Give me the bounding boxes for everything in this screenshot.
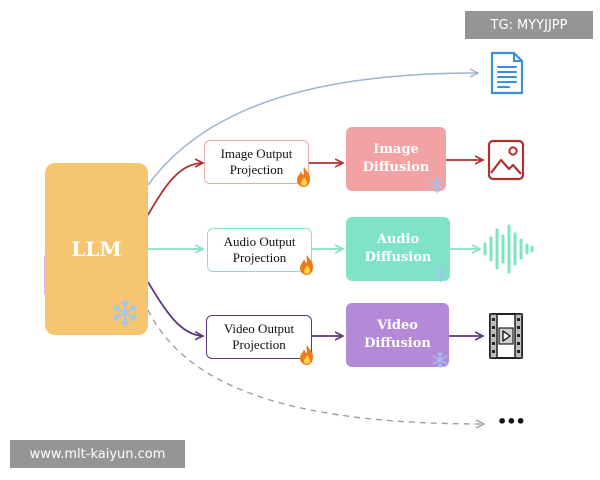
connector-llm-to-image-projection — [147, 163, 203, 216]
audio-diffusion-snowflake-icon — [433, 265, 449, 283]
text-document-icon — [490, 51, 524, 95]
image-diffusion-line1: Image — [373, 142, 419, 157]
image-icon — [487, 139, 525, 181]
video-diffusion-line1: Video — [377, 318, 418, 333]
connector-llm-to-more — [147, 309, 484, 424]
video-projection-line1: Video Output — [223, 321, 295, 336]
audio-diffusion-line2: Diffusion — [364, 250, 432, 265]
watermark-top-right: TG: MYYJJPP — [465, 11, 593, 39]
image-output-projection-box: Image Output Projection — [204, 140, 309, 184]
video-output-projection-box: Video Output Projection — [206, 315, 312, 359]
video-diffusion-snowflake-icon — [432, 351, 448, 369]
audio-output-projection-box: Audio Output Projection — [207, 228, 312, 272]
audio-projection-line2: Projection — [232, 250, 287, 265]
audio-waveform-icon — [483, 224, 534, 274]
image-diffusion-snowflake-icon — [429, 176, 445, 194]
audio-projection-fire-icon — [300, 255, 313, 275]
audio-diffusion-box: Audio Diffusion — [346, 217, 450, 281]
image-projection-line1: Image Output — [220, 146, 293, 161]
image-projection-fire-icon — [297, 167, 310, 187]
video-projection-line2: Projection — [232, 337, 286, 352]
video-projection-fire-icon — [300, 345, 313, 365]
llm-label: LLM — [71, 237, 122, 261]
llm-snowflake-icon — [113, 299, 137, 327]
connector-llm-to-video-projection — [147, 281, 203, 336]
image-projection-line2: Projection — [229, 162, 284, 177]
connector-llm-to-text — [147, 73, 478, 186]
image-diffusion-line2: Diffusion — [362, 160, 430, 175]
video-diffusion-line2: Diffusion — [364, 336, 431, 351]
audio-diffusion-line1: Audio — [376, 232, 420, 247]
video-diffusion-box: Video Diffusion — [346, 303, 449, 367]
video-file-icon — [489, 313, 523, 359]
watermark-bottom-left: www.mlt-kaiyun.com — [10, 440, 185, 468]
llm-box: LLM — [45, 163, 148, 335]
image-diffusion-box: Image Diffusion — [346, 127, 446, 191]
audio-projection-line1: Audio Output — [223, 234, 296, 249]
more-outputs-indicator: ••• — [497, 412, 526, 431]
